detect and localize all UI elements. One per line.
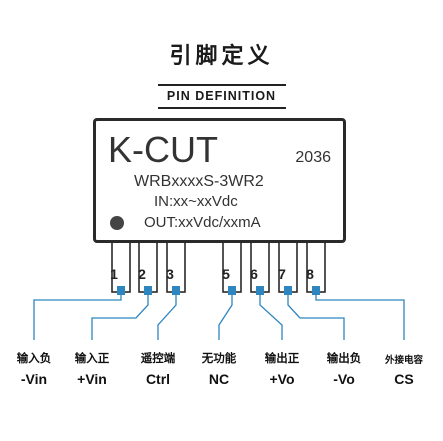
pin-number-1: 1 [110,266,118,282]
pin5-lead-line [218,295,233,340]
pin3-tip [172,286,180,295]
pin6-label-en: +Vo [269,371,295,387]
date-code: 2036 [295,149,331,166]
pin-number-7: 7 [278,266,286,282]
pin2-label-cn: 输入正 [74,351,110,365]
output-spec: OUT:xxVdc/xxmA [144,214,261,231]
input-spec: IN:xx~xxVdc [154,193,238,210]
pin8-label-cn: 外接电容 [384,355,423,366]
pin1-label-cn: 输入负 [16,351,52,365]
pin5-label-cn: 无功能 [201,351,237,365]
pin2-tip [144,286,152,295]
pin-number-8: 8 [306,266,314,282]
pin5-tip [228,286,236,295]
title-chinese: 引脚定义 [169,44,274,69]
pin8-lead-line [315,295,405,340]
pin7-label-en: -Vo [333,371,355,387]
pin3-label-cn: 遥控端 [140,351,176,365]
pin-number-5: 5 [222,266,230,282]
brand-logo: K-CUT [108,129,218,170]
title-bottom-rule [158,107,286,109]
pin1-label-en: -Vin [20,371,48,387]
pin6-lead-line [259,295,283,340]
pin2-label-en: +Vin [77,371,107,387]
pin7-tip [284,286,292,295]
pin7-label-cn: 输出负 [326,351,362,365]
model-number: WRBxxxxS-3WR2 [134,173,264,190]
pin2-lead-line [91,295,149,340]
pin-number-6: 6 [250,266,258,282]
pin1-tip [117,286,125,295]
module-body: K-CUT 2036 WRBxxxxS-3WR2 IN:xx~xxVdc OUT… [93,118,346,243]
pin-number-2: 2 [138,266,146,282]
pin3-lead-line [157,295,177,340]
pin8-label-en: CS [394,371,414,387]
pin3-label-en: Ctrl [145,371,171,387]
pin1-lead-line [33,295,122,340]
title-top-rule [158,84,286,86]
pin1-marker-dot [110,216,124,230]
pin6-tip [256,286,264,295]
pin-number-3: 3 [166,266,174,282]
pin5-label-en: NC [208,371,230,387]
pin6-label-cn: 输出正 [264,351,300,365]
pin7-lead-line [287,295,345,340]
pin8-tip [312,286,320,295]
title-english: PIN DEFINITION [166,89,277,103]
